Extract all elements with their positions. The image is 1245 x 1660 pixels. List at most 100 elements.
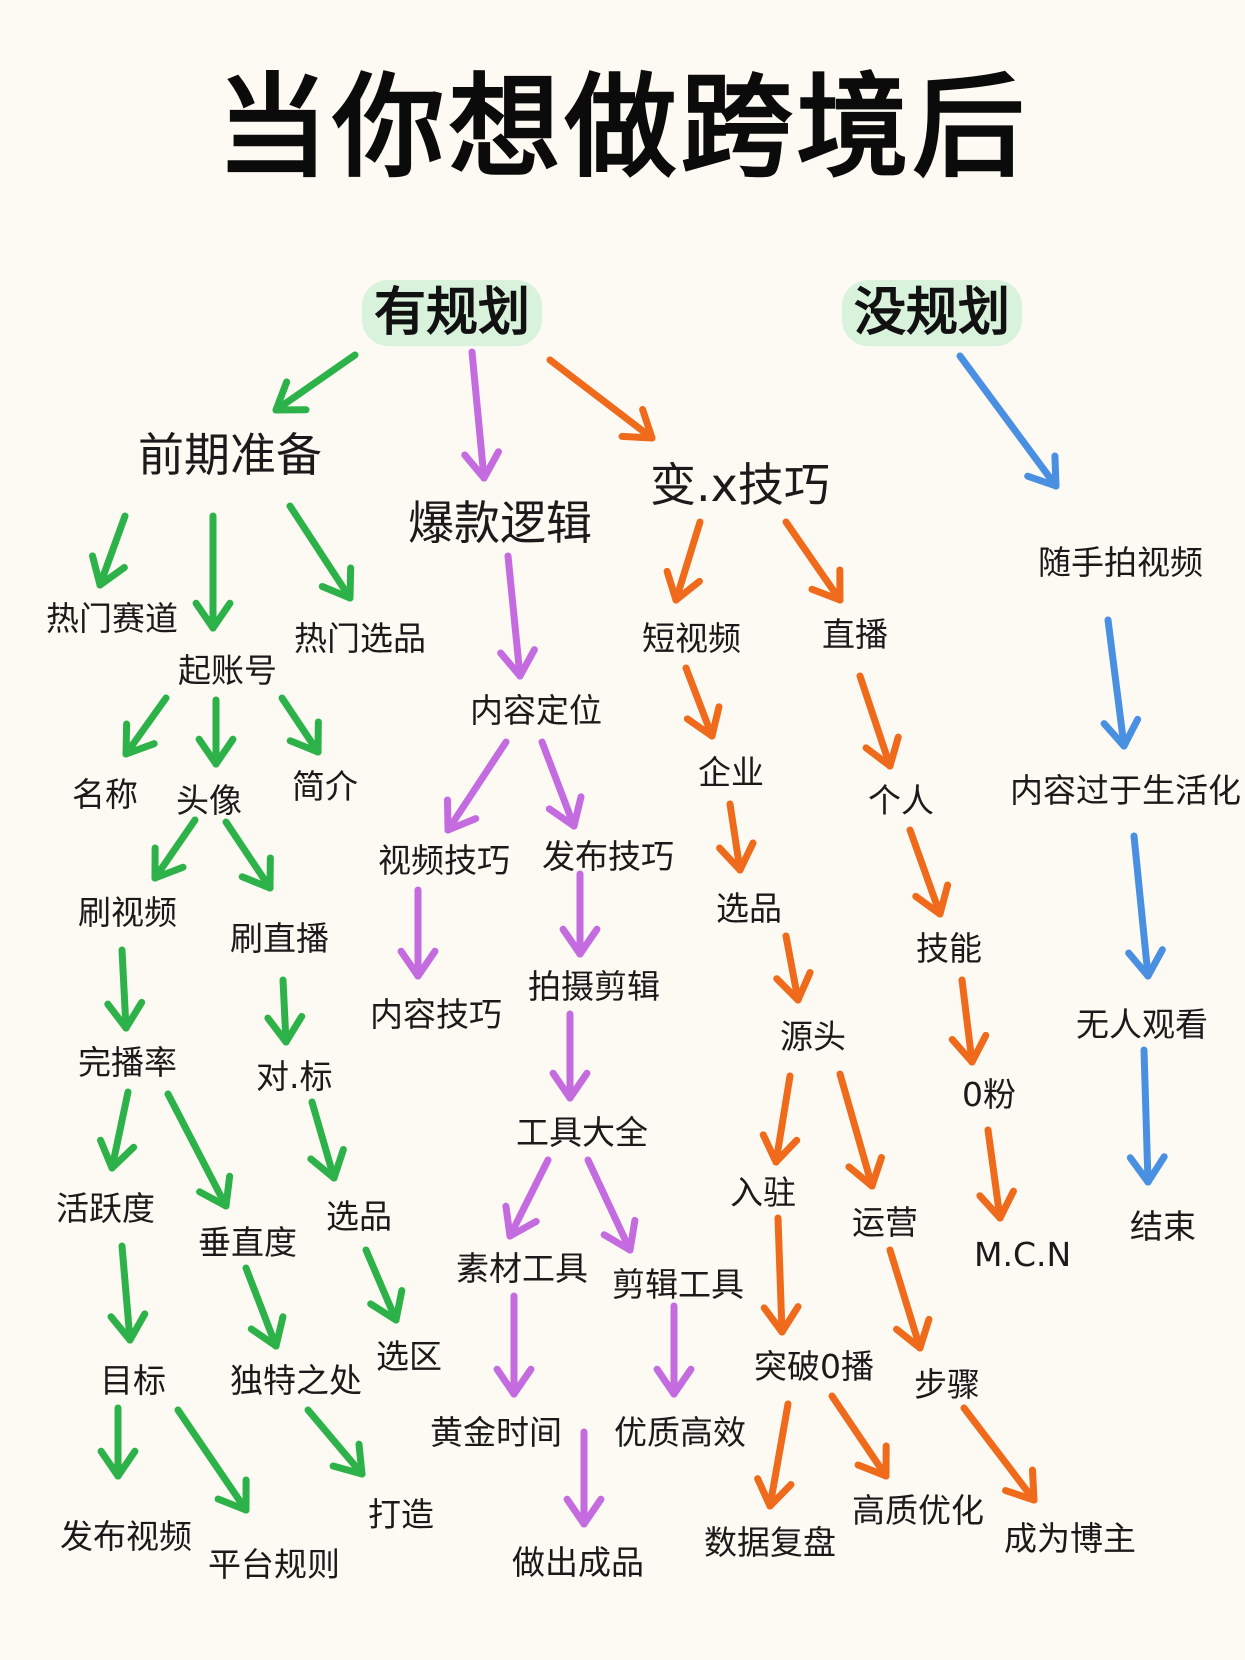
node-watch-live: 刷直播 [230, 919, 329, 958]
node-build: 打造 [368, 1495, 434, 1534]
purple-arrow [653, 1302, 695, 1398]
node-publish-video: 发布视频 [60, 1517, 192, 1556]
node-bio: 简介 [292, 767, 358, 806]
node-operate: 运营 [852, 1203, 918, 1242]
blue-arrow [956, 352, 1060, 490]
green-arrow [304, 1406, 366, 1478]
page-title: 当你想做跨境后 [216, 63, 1029, 193]
orange-arrow [782, 518, 844, 604]
purple-arrow [559, 870, 601, 958]
green-arrow [97, 1404, 139, 1480]
green-arrow [89, 512, 129, 589]
orange-arrow [948, 976, 990, 1066]
node-video-skills: 视频技巧 [378, 841, 510, 880]
node-breakthrough: 突破0播 [754, 1347, 874, 1386]
green-arrow [151, 816, 199, 882]
green-arrow [242, 1264, 287, 1350]
node-platform-rules: 平台规则 [208, 1545, 340, 1584]
node-live: 直播 [822, 615, 888, 654]
blue-arrow [1126, 1046, 1168, 1186]
node-enterprise: 企业 [698, 753, 764, 792]
node-prep: 前期准备 [138, 428, 322, 482]
green-arrow [174, 1406, 250, 1514]
node-monetize: 变.x技巧 [650, 458, 830, 512]
node-content-skills: 内容技巧 [370, 995, 502, 1034]
node-watch-videos: 刷视频 [78, 893, 177, 932]
green-arrow [97, 1088, 138, 1172]
orange-arrow [828, 1392, 890, 1480]
root-planned: 有规划 [362, 280, 543, 347]
node-activity: 活跃度 [56, 1189, 155, 1228]
node-name: 名称 [72, 775, 138, 814]
node-completion-rate: 完播率 [78, 1043, 177, 1082]
orange-arrow [759, 1072, 801, 1166]
node-source: 源头 [780, 1017, 846, 1056]
purple-arrow [563, 1428, 605, 1528]
node-too-casual: 内容过于生活化 [1010, 771, 1241, 810]
node-benchmark: 对.标 [256, 1057, 333, 1096]
node-verticality: 垂直度 [198, 1223, 297, 1262]
purple-arrow [502, 1156, 552, 1240]
orange-arrow [754, 1400, 795, 1510]
purple-arrow [497, 552, 538, 680]
purple-arrow [461, 348, 503, 482]
node-short-video: 短视频 [642, 619, 741, 658]
node-data-review: 数据复盘 [704, 1523, 836, 1562]
green-arrow [286, 502, 355, 602]
node-avatar: 头像 [176, 781, 242, 820]
orange-arrow [836, 1070, 885, 1190]
node-tools: 工具大全 [516, 1113, 648, 1152]
orange-arrow [976, 1126, 1017, 1222]
node-random-shoot: 随手拍视频 [1038, 543, 1203, 582]
node-edit-tools: 剪辑工具 [612, 1265, 744, 1304]
green-arrow [272, 351, 359, 414]
root-unplanned: 没规划 [842, 280, 1023, 347]
node-hot-products: 热门选品 [294, 619, 426, 658]
node-region: 选区 [376, 1337, 442, 1376]
orange-arrow [546, 356, 656, 442]
purple-arrow [397, 886, 439, 980]
green-arrow [307, 1098, 347, 1182]
green-arrow [164, 1090, 234, 1210]
orange-arrow [886, 1246, 933, 1352]
orange-arrow [663, 518, 704, 604]
node-quality-opt: 高质优化 [852, 1491, 984, 1530]
node-start-account: 起账号 [178, 651, 277, 690]
node-hot-track: 热门赛道 [46, 599, 178, 638]
node-quality: 优质高效 [614, 1413, 746, 1452]
orange-arrow [682, 664, 723, 740]
green-arrow [107, 1242, 149, 1344]
node-skills: 技能 [916, 929, 982, 968]
green-arrow [222, 818, 274, 892]
purple-arrow [493, 1292, 535, 1398]
green-arrow [195, 696, 237, 768]
node-material-tools: 素材工具 [456, 1249, 588, 1288]
node-publish-skills: 发布技巧 [542, 837, 674, 876]
green-arrow [192, 512, 234, 632]
node-settle: 入驻 [730, 1173, 796, 1212]
node-selection-orange: 选品 [716, 889, 782, 928]
node-shoot-edit: 拍摄剪辑 [528, 967, 660, 1006]
node-golden-time: 黄金时间 [430, 1413, 562, 1452]
orange-arrow [716, 800, 757, 874]
orange-arrow [760, 1214, 802, 1336]
node-steps: 步骤 [914, 1365, 980, 1404]
green-arrow [264, 976, 306, 1046]
node-mcn: M.C.N [974, 1235, 1072, 1274]
orange-arrow [773, 932, 814, 1004]
orange-arrow [856, 672, 902, 770]
orange-arrow [960, 1404, 1038, 1504]
node-no-viewers: 无人观看 [1076, 1005, 1208, 1044]
node-end: 结束 [1130, 1207, 1196, 1246]
blue-arrow [1125, 832, 1166, 980]
purple-arrow [549, 1010, 591, 1102]
node-zero-fans: 0粉 [962, 1075, 1016, 1114]
purple-arrow [443, 738, 510, 834]
node-selection-green: 选品 [326, 1197, 392, 1236]
node-target: 目标 [100, 1361, 166, 1400]
node-viral-logic: 爆款逻辑 [408, 496, 592, 550]
purple-arrow [584, 1156, 639, 1254]
green-arrow [278, 694, 322, 756]
